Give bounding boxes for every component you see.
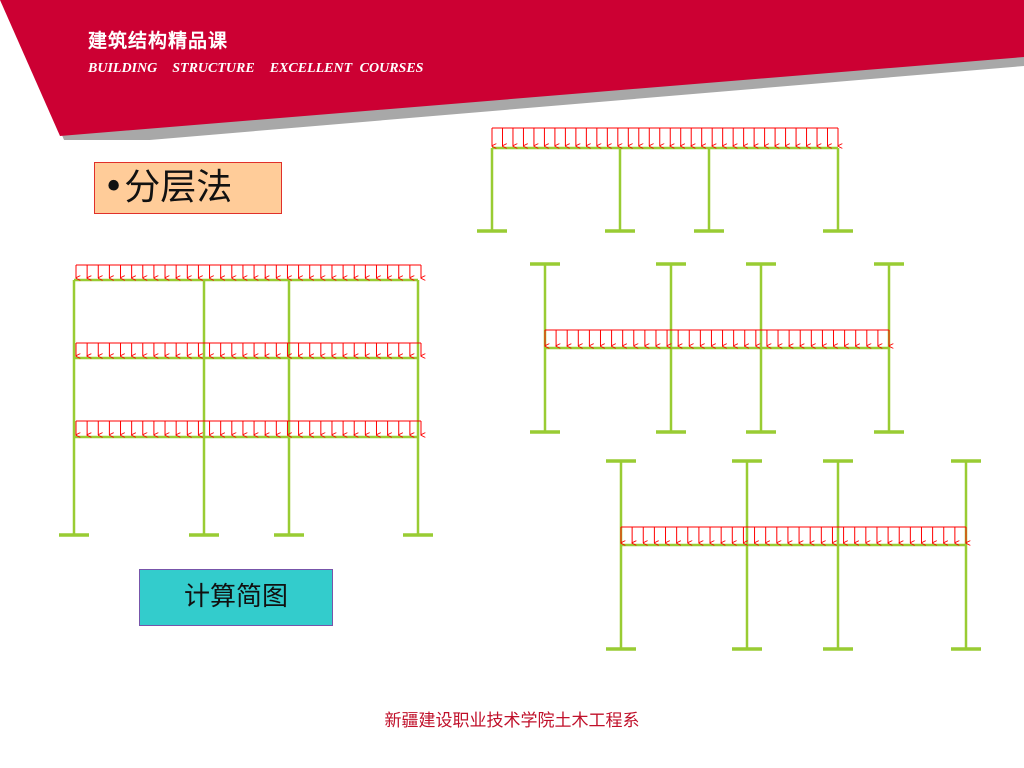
banner-band: [0, 0, 1024, 136]
header-banner: [0, 0, 1024, 140]
course-title: 建筑结构精品课: [88, 30, 229, 52]
course-subtitle: BUILDING STRUCTURE EXCELLENT COURSES: [88, 61, 424, 76]
diagram-label-box: 计算简图: [139, 569, 333, 626]
method-label-box: •分层法: [94, 162, 282, 214]
footer-institution: 新疆建设职业技术学院土木工程系: [384, 711, 640, 731]
